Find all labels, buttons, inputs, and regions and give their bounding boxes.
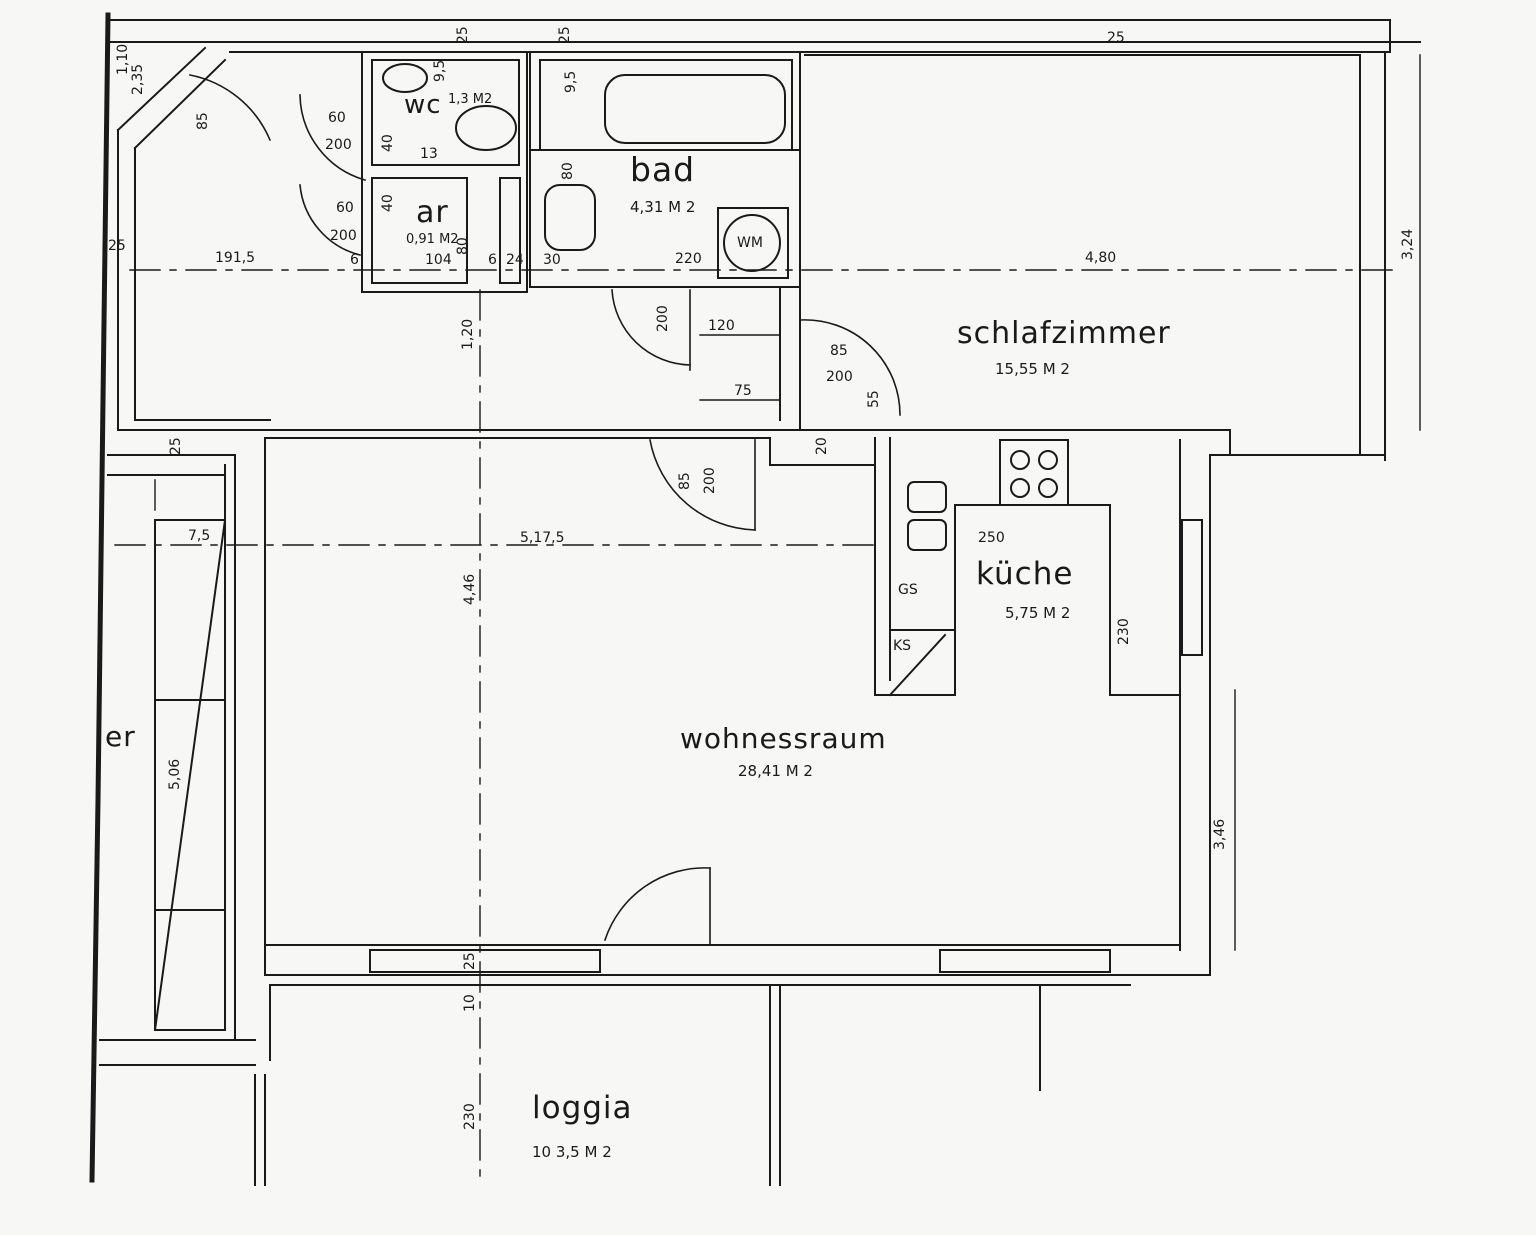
loggia-walls <box>254 984 1131 1186</box>
kueche-counters <box>874 439 1203 951</box>
dim-1-10: 1,10 <box>115 43 131 75</box>
room-area-ar: 0,91 M2 <box>406 232 459 247</box>
wohnessraum-walls <box>264 437 1211 976</box>
dim-480: 4,80 <box>1085 250 1117 266</box>
dim-200-vertical-hall: 200 <box>655 305 671 332</box>
dim-6b: 6 <box>488 252 497 268</box>
dim-40-ar: 40 <box>380 194 396 212</box>
dim-85-entry: 85 <box>195 112 211 130</box>
ks-tag: KS <box>893 638 912 654</box>
room-area-loggia: 10 3,5 M 2 <box>532 1143 612 1161</box>
dim-346: 3,46 <box>1212 818 1228 850</box>
dim-80-ar: 80 <box>455 237 471 255</box>
dim-104: 104 <box>425 252 452 268</box>
dim-9-5-wc: 9,5 <box>432 59 448 82</box>
room-name-kueche: küche <box>976 556 1074 592</box>
schlafzimmer-walls <box>799 51 1386 976</box>
dim-25-top: 25 <box>1107 30 1125 46</box>
room-area-bad: 4,31 M 2 <box>630 198 696 216</box>
room-name-wohnessraum: wohnessraum <box>680 722 887 755</box>
room-name-partial: er <box>105 720 136 753</box>
dim-13: 13 <box>420 146 438 162</box>
gs-tag: GS <box>898 582 918 598</box>
dim-80-bad: 80 <box>560 162 576 180</box>
dim-9-5-bad: 9,5 <box>563 70 579 93</box>
dim-324: 3,24 <box>1400 228 1416 260</box>
dim-25-bad: 25 <box>557 26 573 44</box>
dim-85-door: 85 <box>830 343 848 359</box>
dim-85-vertical: 85 <box>677 472 693 490</box>
room-name-loggia: loggia <box>532 1090 633 1126</box>
hall-wall <box>117 419 1231 439</box>
room-area-wc: 1,3 M2 <box>448 92 493 107</box>
dim-200-door: 200 <box>826 369 853 385</box>
dimension-lines <box>114 269 1401 1186</box>
door-swings <box>189 74 901 946</box>
dim-200-wc: 200 <box>325 137 352 153</box>
dim-40-wc: 40 <box>380 134 396 152</box>
diagonal-entry-wall <box>116 46 227 431</box>
dim-120: 120 <box>708 318 735 334</box>
dim-25-leftroom: 25 <box>168 437 184 455</box>
dim-230-kueche: 230 <box>1116 618 1132 645</box>
dim-10: 10 <box>462 994 478 1012</box>
left-facade-wall <box>89 12 111 1183</box>
dim-506: 5,06 <box>167 758 183 790</box>
dim-60-ar: 60 <box>336 200 354 216</box>
dim-55: 55 <box>866 390 882 408</box>
washing-machine-tag: WM <box>737 235 763 251</box>
dim-25-left: 25 <box>108 238 126 254</box>
room-area-wohnessraum: 28,41 M 2 <box>738 762 813 780</box>
dim-120-vertical: 1,20 <box>460 318 476 350</box>
dim-2-35: 2,35 <box>130 63 146 95</box>
top-exterior-wall <box>107 19 1421 53</box>
dim-6: 6 <box>350 252 359 268</box>
dim-7-5: 7,5 <box>188 528 211 544</box>
room-name-schlafzimmer: schlafzimmer <box>957 316 1171 351</box>
dim-60-wc: 60 <box>328 110 346 126</box>
dim-220: 220 <box>675 251 702 267</box>
dim-25-loggia: 25 <box>462 952 478 970</box>
room-name-wc: wc <box>404 90 442 120</box>
room-name-ar: ar <box>416 195 449 230</box>
dim-517-5: 5,17,5 <box>520 530 565 546</box>
dim-75: 75 <box>734 383 752 399</box>
dim-230-loggia: 230 <box>462 1103 478 1130</box>
wc-ar-block <box>361 51 528 293</box>
corridor-partition <box>599 286 891 696</box>
dim-191-5: 191,5 <box>215 250 256 266</box>
dim-25-wc: 25 <box>455 26 471 44</box>
room-name-bad: bad <box>630 150 696 189</box>
dim-250: 250 <box>978 530 1005 546</box>
dim-200-vertical-living: 200 <box>702 467 718 494</box>
dim-20: 20 <box>814 437 830 455</box>
room-area-kueche: 5,75 M 2 <box>1005 604 1071 622</box>
dimension-ticks <box>699 54 1421 951</box>
dim-30: 30 <box>543 252 561 268</box>
bad-block <box>529 51 801 288</box>
room-area-schlafzimmer: 15,55 M 2 <box>995 360 1070 378</box>
dim-200-ar: 200 <box>330 228 357 244</box>
dim-24: 24 <box>506 252 524 268</box>
dim-446: 4,46 <box>462 573 478 605</box>
